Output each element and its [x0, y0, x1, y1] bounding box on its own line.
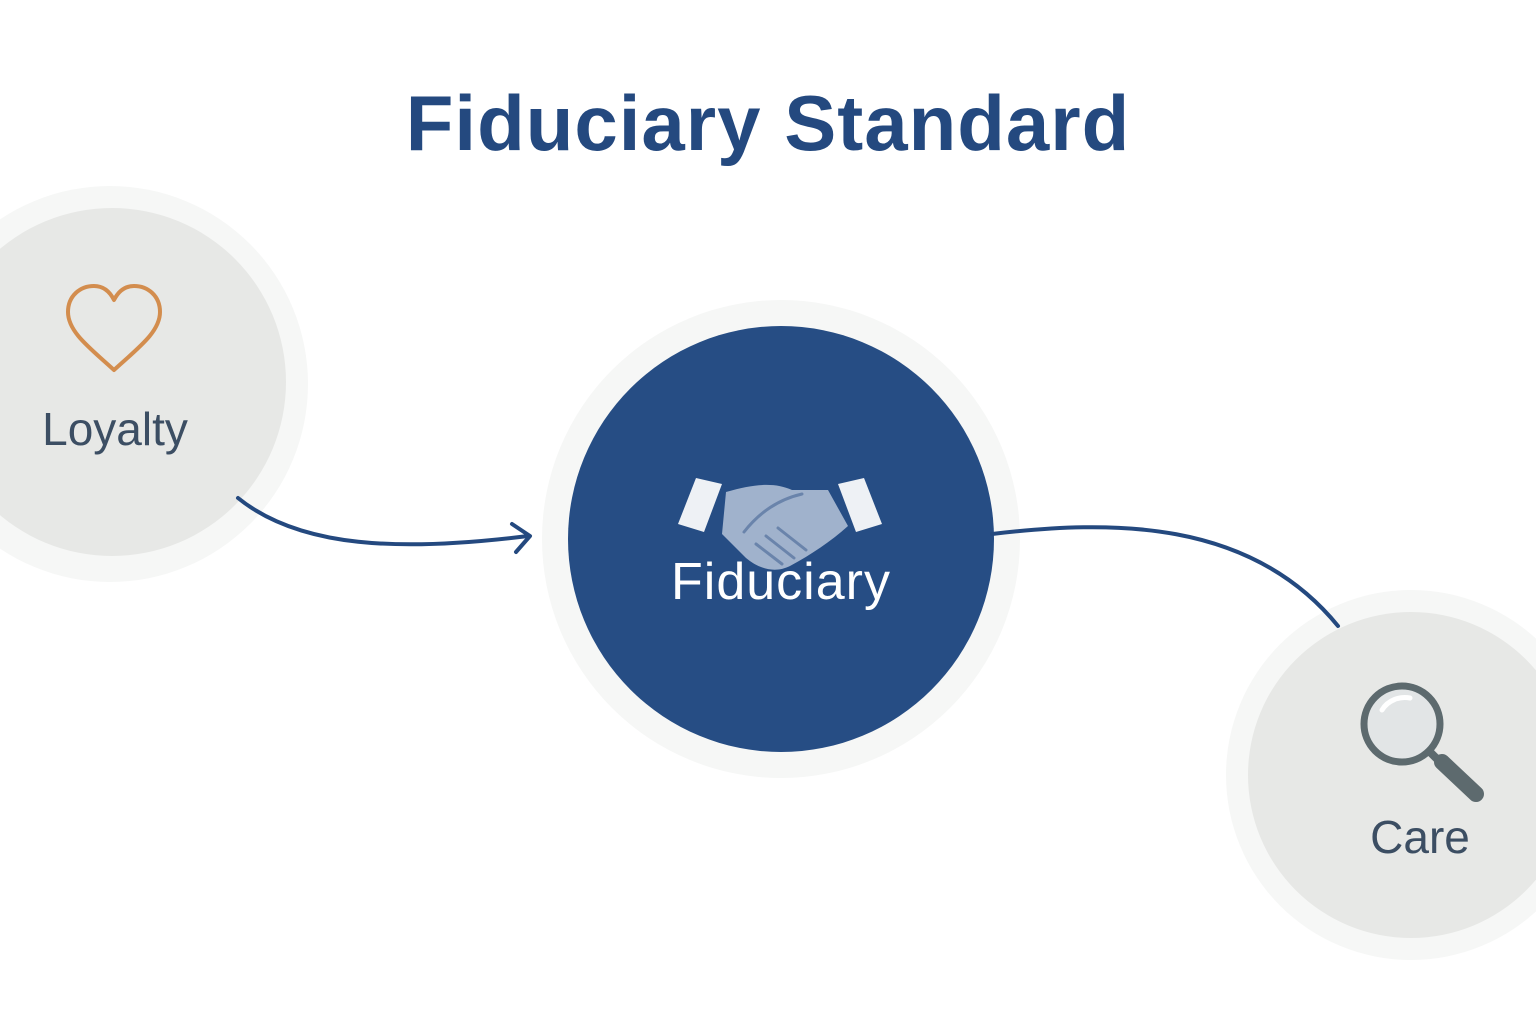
magnifying-glass-icon: [1360, 682, 1484, 802]
loyalty-to-fiduciary-arrowhead: [510, 522, 532, 554]
care-label: Care: [1370, 811, 1470, 863]
fiduciary-to-care-connector: [990, 525, 1340, 628]
fiduciary-label: Fiduciary: [671, 553, 891, 611]
handshake-icon: [678, 478, 882, 570]
loyalty-to-fiduciary-connector: [236, 496, 530, 547]
care-node: [1248, 612, 1536, 938]
loyalty-label: Loyalty: [42, 403, 188, 455]
diagram-title: Fiduciary Standard: [405, 79, 1131, 167]
heart-icon: [66, 284, 162, 372]
